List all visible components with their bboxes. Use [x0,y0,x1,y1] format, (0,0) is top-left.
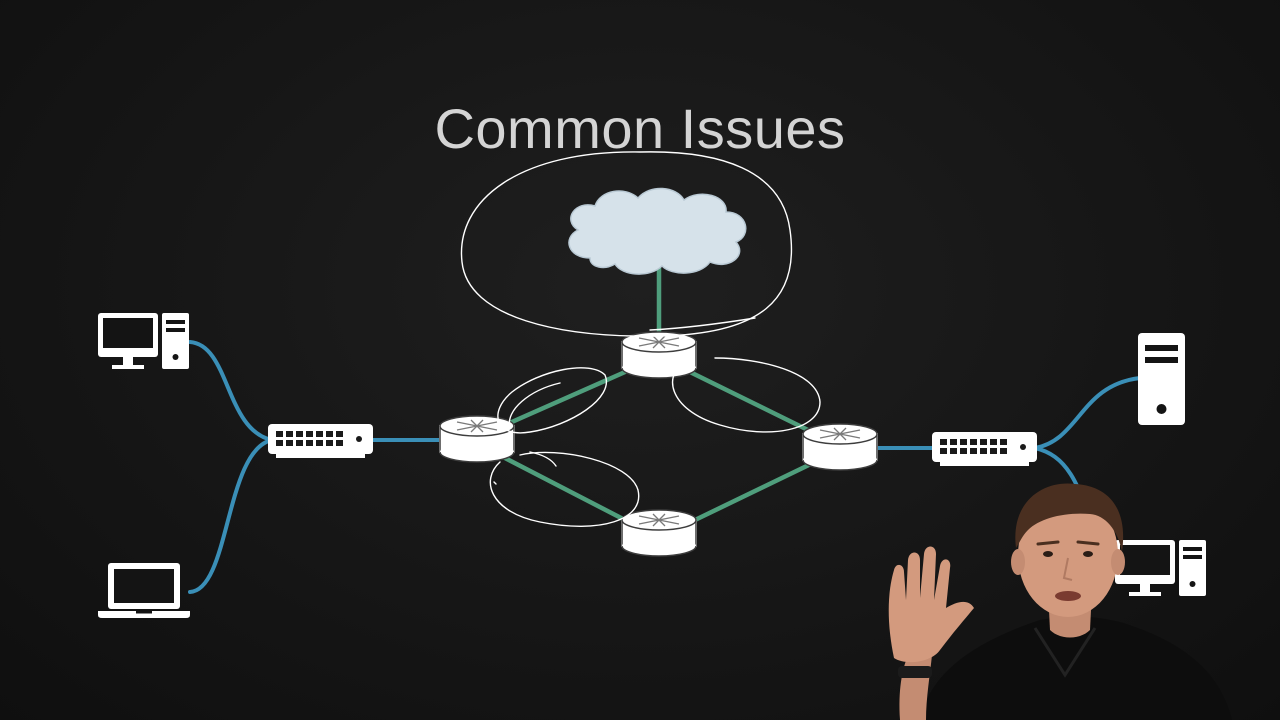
router-west-icon [439,415,515,463]
switch-right-icon [932,432,1037,466]
link-router-north-to-router-east [687,369,815,435]
annotation-stroke-cloud-tail [649,317,756,331]
annotation-circle-east-link [672,357,821,433]
link-router-north-to-router-west [502,369,628,428]
desktop-computer-left-icon [98,313,189,369]
link-laptop-to-switch-left [188,438,274,594]
link-router-south-to-router-east [692,459,818,523]
presenter-shirt [920,616,1232,720]
presenter-figure [888,483,1232,720]
router-north-icon [621,331,697,379]
hand-drawn-annotations [460,151,821,527]
router-east-icon [802,423,878,471]
annotation-circle-south-link [489,451,640,527]
annotation-tick-south-link [529,451,557,467]
presenter-hair [1015,483,1124,552]
laptop-icon [98,563,190,618]
presenter-hand [888,546,974,663]
switch-left-icon [268,424,373,458]
link-router-west-to-router-south [502,455,628,523]
slide-title: Common Issues [434,97,846,160]
annotation-dot-south-link [493,481,497,485]
core-links [502,265,818,523]
cloud-icon [568,187,747,275]
presenter-head [1018,493,1118,617]
presenter-watch-icon [898,666,932,678]
server-tower-icon [1138,333,1185,425]
router-south-icon [621,509,697,557]
link-switch-right-to-server [1033,376,1142,450]
annotation-circle-west-link-inner [508,382,561,429]
desktop-computer-right-icon [1115,540,1206,596]
link-desktop-left-to-switch-left [188,340,274,442]
annotation-circle-cloud [460,151,793,337]
annotation-circle-west-link [497,367,608,434]
